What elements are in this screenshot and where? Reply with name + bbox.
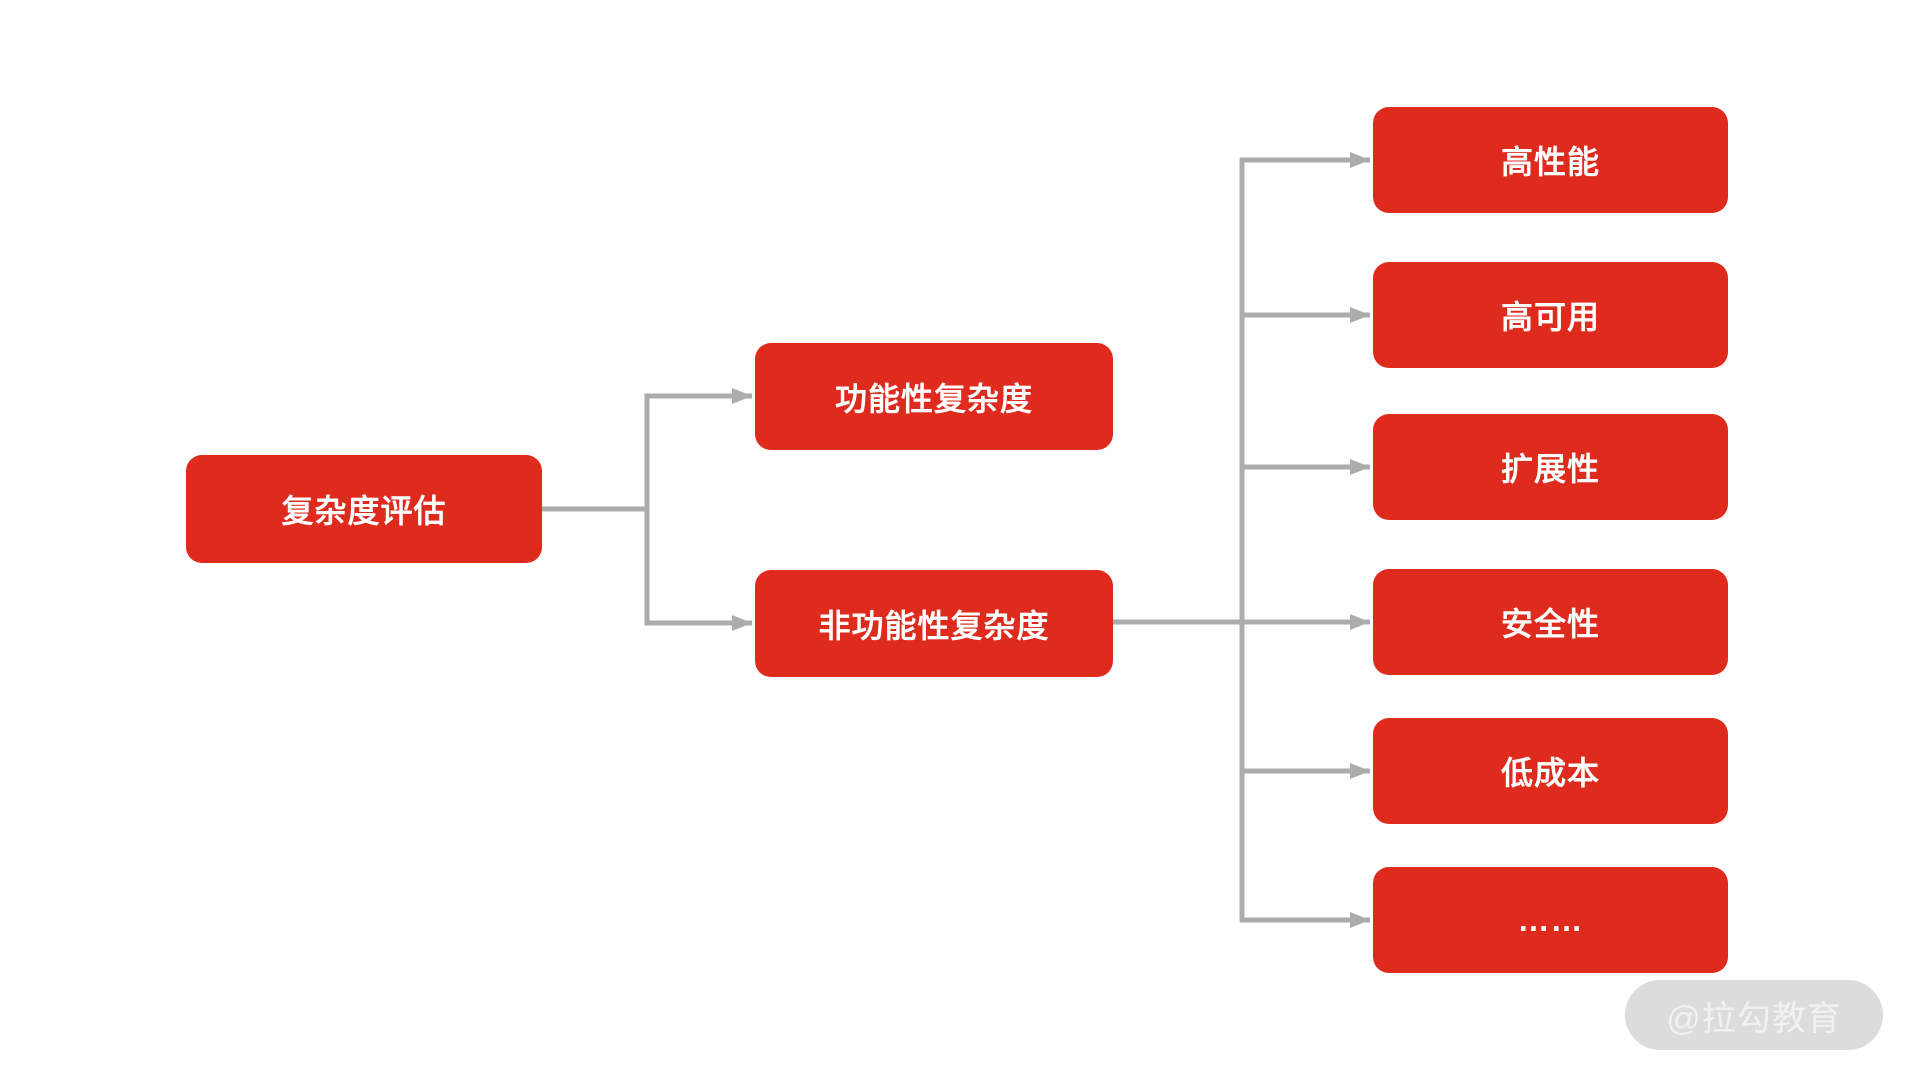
node-label: 高性能 [1500, 144, 1600, 180]
node-label: 低成本 [1500, 755, 1600, 791]
node-high-availability: 高可用 [1373, 262, 1728, 368]
node-label: 高可用 [1500, 299, 1600, 335]
node-functional-complexity: 功能性复杂度 [755, 343, 1113, 450]
watermark-badge: @拉勾教育 [1625, 980, 1883, 1050]
node-label: 非功能性复杂度 [818, 607, 1050, 644]
node-high-performance: 高性能 [1373, 107, 1728, 213]
node-complexity-evaluation: 复杂度评估 [186, 455, 542, 563]
node-non-functional-complexity: 非功能性复杂度 [755, 570, 1113, 677]
node-low-cost: 低成本 [1373, 718, 1728, 824]
node-scalability: 扩展性 [1373, 414, 1728, 520]
node-security: 安全性 [1373, 569, 1728, 675]
node-label: 扩展性 [1500, 451, 1600, 487]
watermark-label: @拉勾教育 [1666, 999, 1842, 1038]
node-label: 功能性复杂度 [834, 380, 1033, 417]
node-label: 安全性 [1500, 606, 1600, 642]
node-ellipsis: …… [1373, 867, 1728, 973]
node-label: …… [1517, 901, 1584, 938]
node-label: 复杂度评估 [281, 493, 447, 529]
